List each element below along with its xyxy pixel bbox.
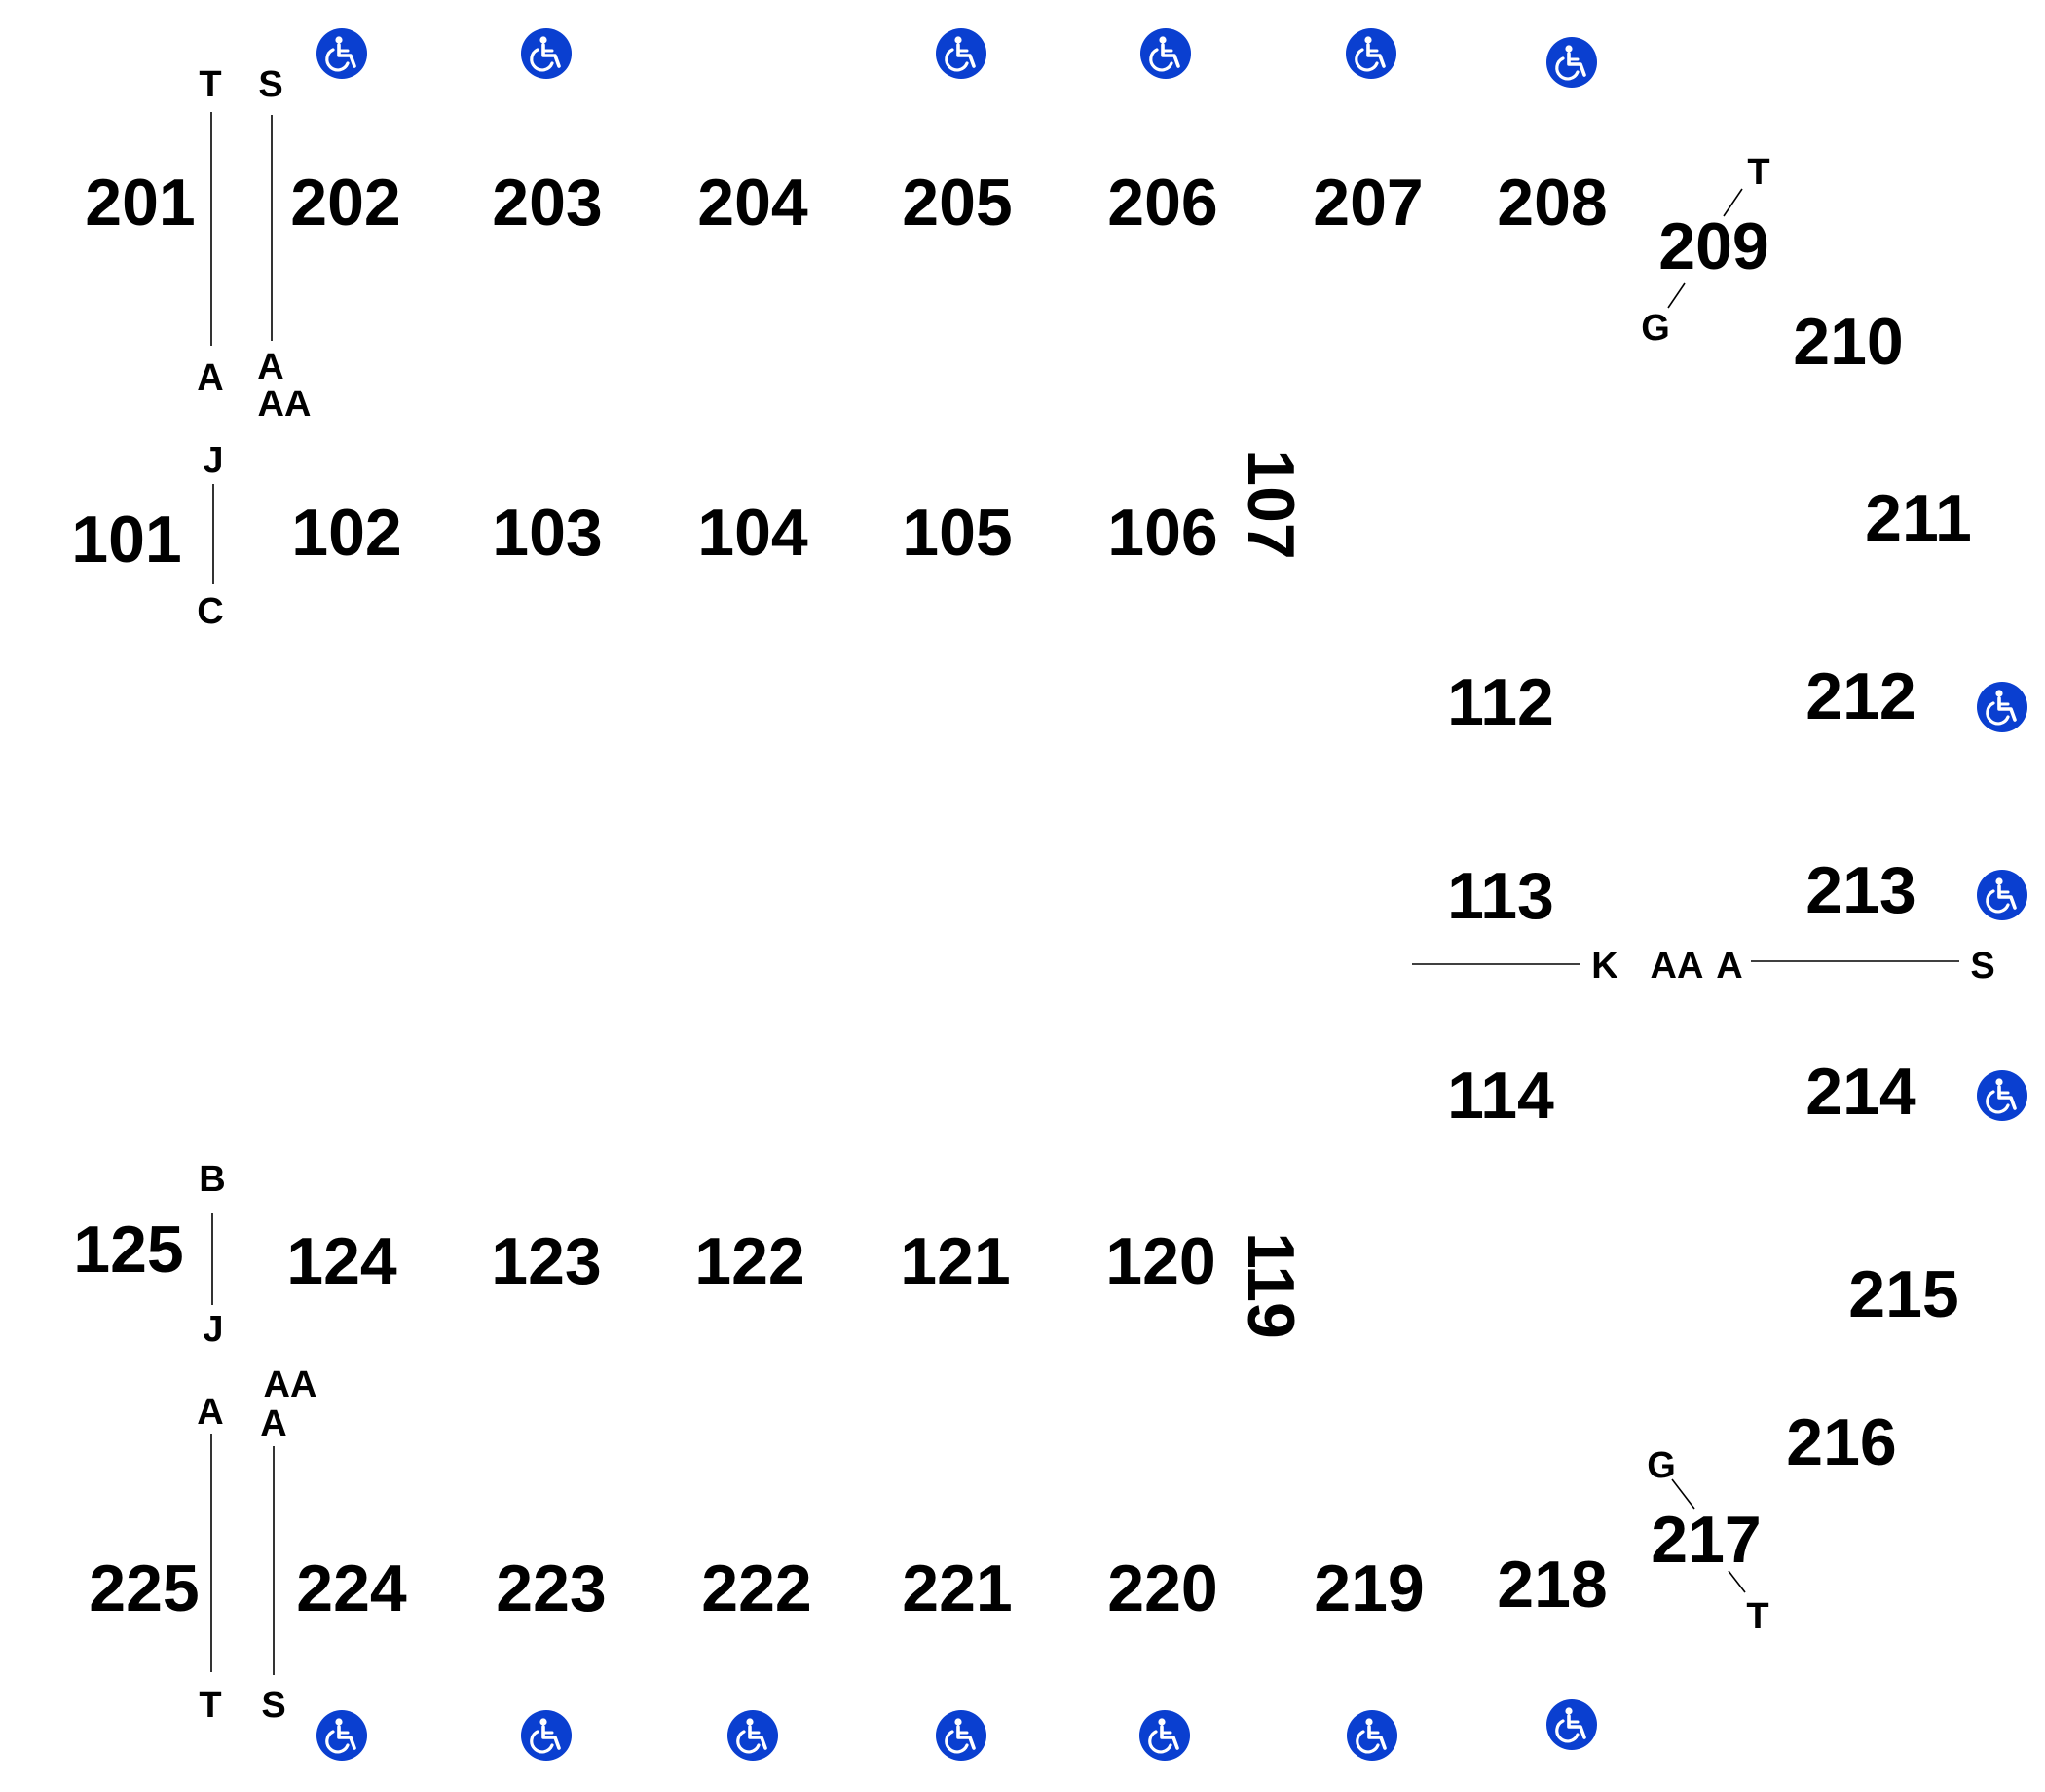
row-label: A (1716, 946, 1742, 987)
wheelchair-icon (1137, 1708, 1192, 1763)
section-label[interactable]: 123 (491, 1224, 601, 1298)
section-label[interactable]: 104 (697, 496, 808, 570)
section-label[interactable]: 221 (902, 1551, 1012, 1625)
section-label[interactable]: 101 (71, 503, 181, 577)
section-label[interactable]: 122 (694, 1224, 804, 1298)
section-label[interactable]: 208 (1497, 166, 1607, 240)
section-label[interactable]: 112 (1447, 665, 1554, 739)
row-label: T (199, 1685, 221, 1726)
wheelchair-icon (315, 26, 369, 81)
section-label[interactable]: 209 (1658, 209, 1768, 283)
connector-lines (210, 112, 1959, 1675)
section-label[interactable]: 202 (290, 166, 400, 240)
section-label[interactable]: 201 (85, 166, 195, 240)
section-label[interactable]: 107 (1234, 449, 1308, 559)
section-label[interactable]: 218 (1497, 1548, 1607, 1622)
wheelchair-icon (519, 1708, 574, 1763)
row-label: AA (258, 384, 312, 425)
section-label[interactable]: 125 (73, 1213, 183, 1287)
section-label[interactable]: 210 (1793, 305, 1903, 379)
wheelchair-icon (1345, 1708, 1399, 1763)
wheelchair-icon (1138, 26, 1193, 81)
row-label: A (260, 1403, 286, 1444)
section-label[interactable]: 103 (492, 496, 602, 570)
row-label: J (203, 440, 223, 481)
wheelchair-icon (519, 26, 574, 81)
row-label: G (1641, 308, 1670, 349)
section-label[interactable]: 204 (697, 166, 808, 240)
section-label[interactable]: 225 (89, 1551, 199, 1625)
row-labels: T S A A AA T G J C K AA A S B J A AA A T… (197, 64, 1994, 1726)
section-label[interactable]: 207 (1313, 166, 1423, 240)
section-label[interactable]: 106 (1107, 496, 1217, 570)
wheelchair-icon (934, 1708, 988, 1763)
row-label: S (1970, 946, 1994, 987)
section-label[interactable]: 223 (496, 1551, 606, 1625)
section-label[interactable]: 119 (1234, 1232, 1308, 1339)
section-label[interactable]: 114 (1447, 1059, 1554, 1133)
wheelchair-icon (1975, 680, 2029, 734)
row-label: S (258, 64, 282, 105)
section-label[interactable]: 213 (1805, 853, 1915, 927)
section-label[interactable]: 220 (1107, 1551, 1217, 1625)
row-line-209-lower (1667, 282, 1686, 309)
row-label: S (261, 1685, 285, 1726)
section-label[interactable]: 203 (492, 166, 602, 240)
row-label: B (199, 1159, 225, 1200)
section-labels: 201 202 203 204 205 206 207 208 209 210 … (71, 166, 1972, 1625)
wheelchair-icon (934, 26, 988, 81)
section-label[interactable]: 121 (900, 1224, 1010, 1298)
accessible-seating-markers (315, 26, 2029, 1763)
section-label[interactable]: 211 (1865, 481, 1972, 555)
section-label[interactable]: 214 (1805, 1055, 1916, 1129)
wheelchair-icon (1975, 1068, 2029, 1123)
row-label: A (197, 357, 223, 398)
row-label: G (1647, 1445, 1676, 1486)
row-line-217-lower (1728, 1570, 1746, 1593)
section-label[interactable]: 113 (1447, 859, 1554, 933)
row-label: T (1747, 152, 1769, 193)
row-label: A (257, 347, 283, 388)
section-label[interactable]: 205 (902, 166, 1012, 240)
section-label[interactable]: 105 (902, 496, 1012, 570)
row-line-217-upper (1671, 1478, 1695, 1510)
row-label: AA (1651, 946, 1704, 987)
section-label[interactable]: 120 (1105, 1224, 1215, 1298)
row-label: A (197, 1392, 223, 1433)
wheelchair-icon (315, 1708, 369, 1763)
wheelchair-icon (1344, 26, 1398, 81)
section-label[interactable]: 102 (291, 496, 401, 570)
wheelchair-icon (725, 1708, 780, 1763)
section-label[interactable]: 212 (1805, 659, 1915, 733)
row-label: AA (264, 1364, 317, 1405)
row-label: K (1591, 946, 1618, 987)
row-line-209-upper (1723, 188, 1743, 217)
row-label: J (203, 1309, 223, 1350)
section-label[interactable]: 222 (701, 1551, 811, 1625)
wheelchair-icon (1544, 35, 1599, 90)
section-label[interactable]: 124 (286, 1224, 397, 1298)
section-label[interactable]: 219 (1314, 1551, 1424, 1625)
section-label[interactable]: 216 (1786, 1405, 1896, 1479)
section-label[interactable]: 206 (1107, 166, 1217, 240)
section-label[interactable]: 215 (1848, 1257, 1958, 1331)
section-label[interactable]: 217 (1651, 1503, 1761, 1577)
row-label: T (199, 64, 221, 105)
wheelchair-icon (1544, 1698, 1599, 1752)
row-label: C (197, 591, 223, 632)
section-label[interactable]: 224 (296, 1551, 407, 1625)
wheelchair-icon (1975, 868, 2029, 922)
row-label: T (1746, 1596, 1768, 1637)
